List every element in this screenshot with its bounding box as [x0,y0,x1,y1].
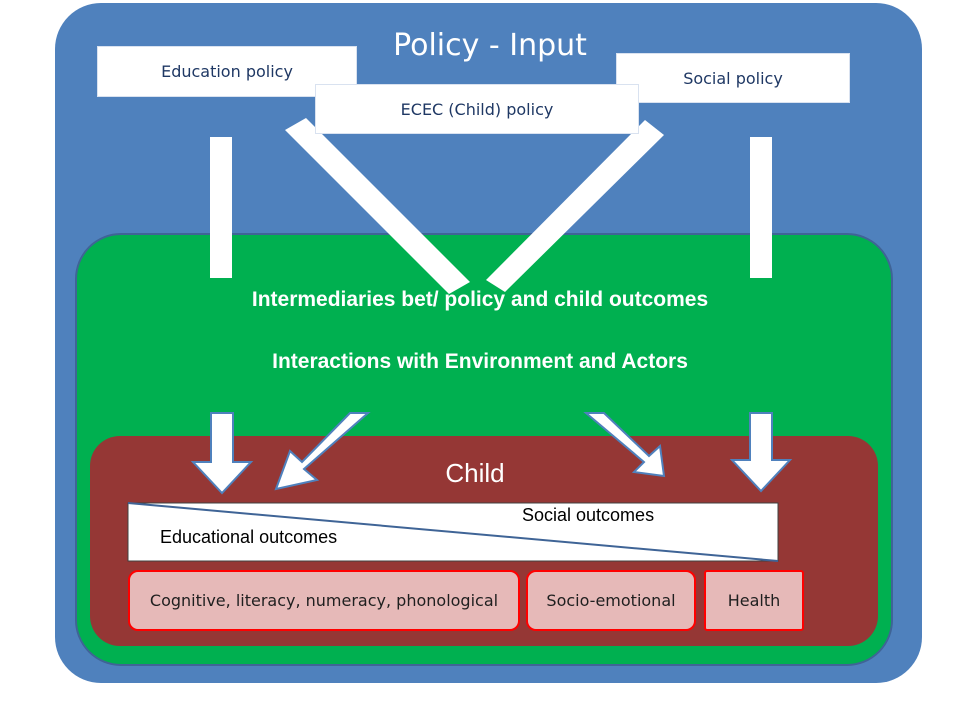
health-domain-box: Health [704,570,804,631]
arrow-social-down [750,137,772,278]
outcomes-split-box [127,502,779,562]
health-domain-label: Health [727,590,781,610]
cognitive-domain-label: Cognitive, literacy, numeracy, phonologi… [149,590,499,610]
arrow-ecec-left-diagonal [285,118,470,294]
arrow-education-down [210,137,232,278]
arrow-to-child-left [190,412,254,495]
social-outcomes-label: Social outcomes [522,505,655,525]
socio-emotional-domain-label: Socio-emotional [546,590,676,610]
child-title: Child [445,458,505,488]
educational-outcomes-label: Educational outcomes [160,527,338,547]
intermediaries-heading: Intermediaries bet/ policy and child out… [251,288,709,311]
ecec-policy-box: ECEC (Child) policy [316,85,638,133]
arrow-to-child-right [729,412,793,493]
arrow-ecec-right-diagonal [486,120,664,292]
social-policy-box: Social policy [617,54,849,102]
page-title: Policy - Input [393,28,587,63]
arrow-to-child-right-diagonal [583,412,666,478]
interactions-heading: Interactions with Environment and Actors [272,350,688,373]
cognitive-domain-box: Cognitive, literacy, numeracy, phonologi… [128,570,520,631]
arrow-to-child-left-diagonal [274,412,371,491]
socio-emotional-domain-box: Socio-emotional [526,570,696,631]
education-policy-box: Education policy [98,47,356,96]
